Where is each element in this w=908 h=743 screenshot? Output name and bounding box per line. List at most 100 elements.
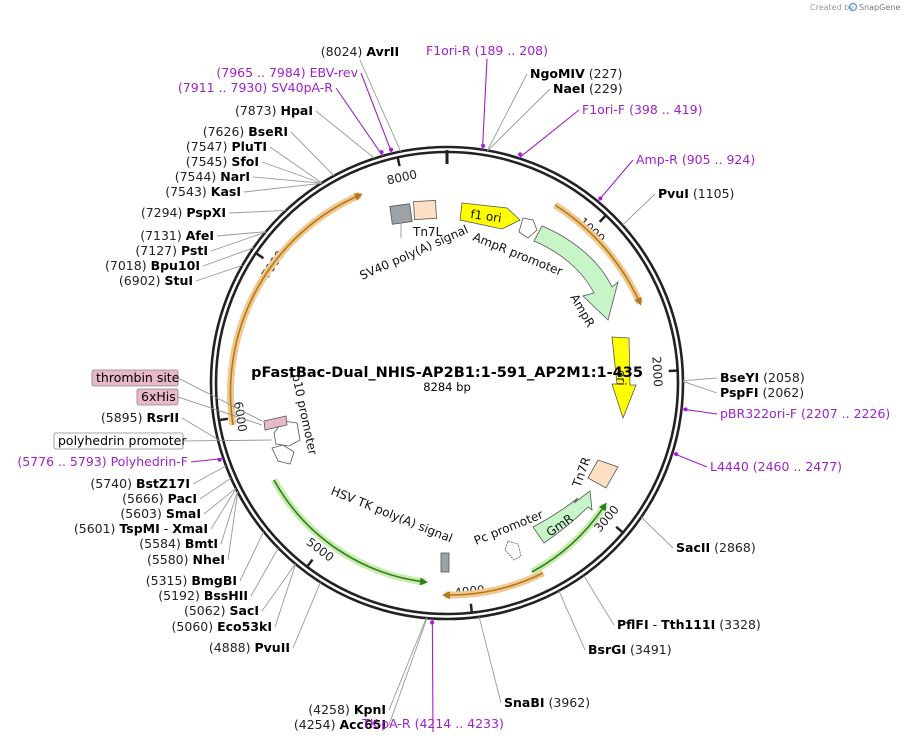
site-leader: [487, 73, 528, 151]
site-position: (5192): [158, 588, 200, 603]
primer-name: L4440: [710, 459, 749, 474]
site-name: NgoMIV: [530, 66, 585, 81]
site-position: (5601): [74, 521, 116, 536]
site-leader: [210, 231, 266, 252]
primer-range: (7965 .. 7984): [216, 65, 305, 80]
site-position: (7545): [186, 154, 228, 169]
site-leader: [274, 563, 297, 628]
primer-name: F1ori-R: [426, 43, 471, 58]
backbone-outer: [209, 145, 685, 621]
thrombin-site-label-group: thrombin site: [91, 369, 180, 387]
site-leader: [203, 487, 237, 515]
site-leader: [195, 264, 243, 282]
ori-label: ori: [614, 370, 628, 386]
tn7l-box: [413, 200, 437, 220]
site-position: (5060): [172, 619, 214, 634]
site-name: NheI: [193, 552, 226, 567]
site-name: BseYI: [720, 370, 759, 385]
credit-prefix: Created by: [810, 3, 854, 12]
primer-name: Polyhedrin-F: [111, 454, 188, 469]
site-leader: [227, 491, 239, 561]
tick-mark: [217, 417, 229, 422]
site-name: StuI: [164, 273, 193, 288]
site-leader: [487, 88, 551, 151]
primer-label: L4440 (2460 .. 2477): [710, 459, 842, 474]
cds-arc-2-line: [531, 502, 607, 573]
site-leader: [388, 617, 427, 711]
primer-name: pBR322ori-F: [720, 406, 797, 421]
site-name: BsrGI: [588, 642, 626, 657]
site-name: NaeI: [553, 81, 585, 96]
site-label: (7544) NarI: [175, 169, 250, 184]
site-name: BseRI: [248, 124, 288, 139]
site-leader: [202, 247, 254, 267]
site-name: PluTI: [231, 139, 267, 154]
site-label: (5315) BmgBI: [146, 573, 237, 588]
site-position: (5740): [90, 476, 132, 491]
site-label: (5601) TspMI - XmaI: [74, 521, 208, 536]
site-leader: [216, 231, 266, 237]
site-position: (5584): [139, 536, 181, 551]
tick-label: 6000: [231, 400, 250, 432]
primer-range: (5776 .. 5793): [17, 454, 106, 469]
site-name: SnaBI: [504, 695, 545, 710]
plasmid-name: pFastBac-Dual_NHIS-AP2B1:1-591_AP2M1:1-4…: [251, 365, 643, 381]
site-label: NaeI (229): [553, 81, 623, 96]
thrombin-site-label: thrombin site: [96, 370, 180, 385]
site-leader: [478, 616, 502, 704]
primer-leader: [431, 618, 434, 733]
tn7r-label: Tn7R: [569, 455, 593, 490]
primer-label: pBR322ori-F (2207 .. 2226): [720, 406, 890, 421]
primer-range: (4214 .. 4233): [415, 716, 504, 731]
site-position: (2062): [763, 385, 805, 400]
site-name: SfoI: [231, 154, 259, 169]
site-leader: [292, 582, 321, 649]
primer-range: (2207 .. 2226): [801, 406, 890, 421]
site-label: (5060) Eco53kI: [172, 619, 272, 634]
primer-name: F1ori-F: [582, 102, 625, 117]
orf-arc-2-line: [442, 572, 544, 600]
primer-mark: [518, 152, 523, 157]
site-label: (5666) PacI: [122, 491, 197, 506]
site-label: (5062) SacI: [184, 603, 259, 618]
primer-range: (398 .. 419): [629, 102, 702, 117]
credit-brand: SnapGene: [859, 3, 900, 12]
primer-label: Amp-R (905 .. 924): [636, 152, 755, 167]
ampr-promoter-arrow: [518, 217, 538, 239]
tick-mark: [598, 213, 608, 223]
site-position: (7626): [203, 124, 245, 139]
primer-label: (5776 .. 5793) Polyhedrin-F: [17, 454, 188, 469]
primer-range: (2460 .. 2477): [753, 459, 842, 474]
thrombin-6xhis-box: [263, 415, 288, 431]
site-position: (7544): [175, 169, 217, 184]
site-leader: [558, 590, 586, 651]
site-name: HpaI: [281, 103, 314, 118]
site-name: BmtI: [185, 536, 218, 551]
site-name: Acc65I: [339, 717, 386, 732]
site-label: (7018) Bpu10I: [105, 258, 200, 273]
site-leader: [269, 146, 323, 184]
site-leader: [192, 465, 227, 485]
plasmid-length: 8284 bp: [423, 380, 471, 394]
site-leader: [261, 563, 296, 612]
f1-ori-arrow: [459, 202, 521, 230]
site-name: AvrII: [366, 44, 399, 59]
gmr-arrow: [532, 490, 593, 544]
site-name: SacII: [676, 540, 710, 555]
site-name: AfeI: [186, 228, 214, 243]
primer-mark: [674, 452, 679, 457]
site-label: (7131) AfeI: [140, 228, 214, 243]
site-label: (4258) KpnI: [308, 702, 386, 717]
site-position: (3328): [719, 617, 761, 632]
site-leader: [682, 377, 718, 382]
site-label: NgoMIV (227): [530, 66, 622, 81]
site-name: RsrII: [146, 410, 179, 425]
site-label: PspFI (2062): [720, 385, 804, 400]
site-position: (227): [589, 66, 623, 81]
site-name: Bpu10I: [151, 258, 200, 273]
site-position: (5603): [120, 506, 162, 521]
tick-mark: [615, 525, 625, 535]
his-label-group: 6xHis: [136, 388, 179, 406]
site-label: (4254) Acc65I: [294, 717, 386, 732]
